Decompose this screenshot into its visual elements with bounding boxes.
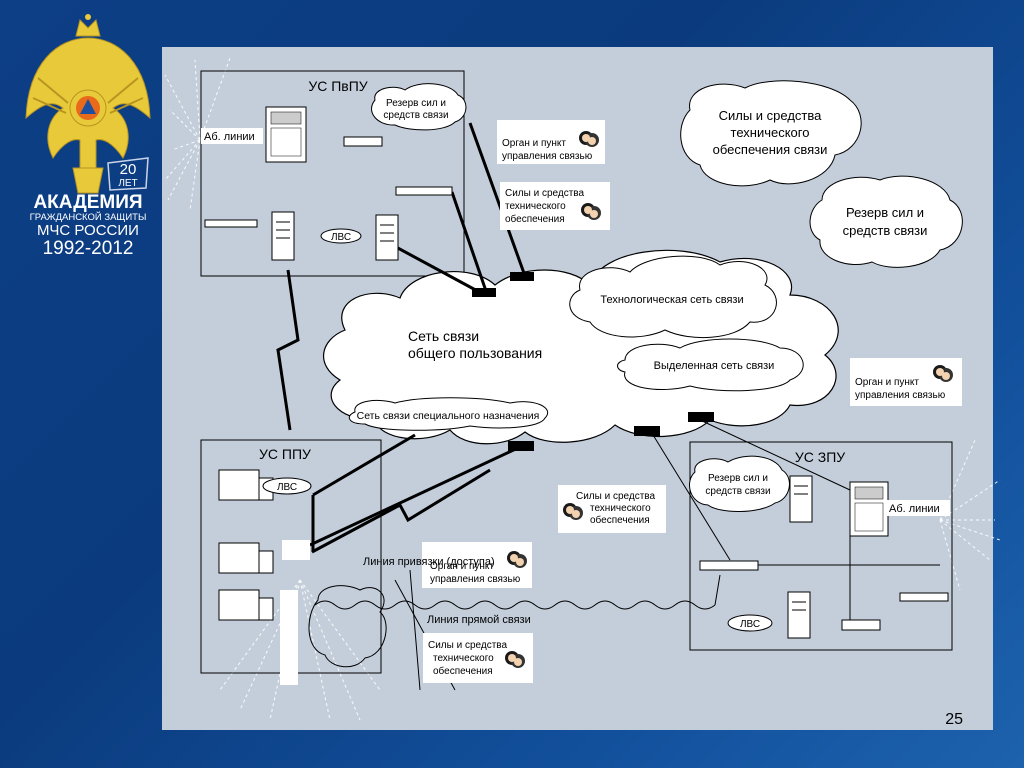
people-icon [933, 365, 953, 382]
server-icon [271, 211, 295, 261]
reserve-zpu-label-2: средств связи [705, 486, 770, 497]
lan-label: ЛВС [740, 619, 760, 630]
network-connectors [472, 272, 714, 451]
reserve-big-label-1: Резерв сил и [846, 205, 924, 220]
tech-support-box-pvpu: Силы и средства технического обеспечения [500, 182, 610, 230]
us-zpu-title: УС ЗПУ [795, 449, 845, 465]
svg-text:обеспечения: обеспечения [433, 665, 493, 677]
public-net-label-2: общего пользования [408, 345, 542, 361]
reserve-cloud-pvpu [371, 83, 467, 131]
lan-label: ЛВС [331, 232, 351, 243]
server-icon [375, 214, 399, 261]
forces-tech-label-2: технического [731, 125, 810, 140]
ab-lines-label: Аб. линии [889, 503, 940, 515]
reserve-zpu-label-1: Резерв сил и [708, 473, 768, 484]
svg-text:технического: технического [433, 653, 494, 664]
switch-device-icon [204, 136, 949, 631]
us-zpu-box [689, 441, 953, 651]
telephone-exchange-icon [849, 481, 889, 537]
radio-link-bolt-icon [276, 269, 300, 431]
us-pvpu-title: УС ПвПУ [308, 78, 367, 94]
people-icon [563, 503, 583, 520]
access-line-label: Линия привязки (доступа) [363, 556, 495, 568]
svg-text:Силы и средства: Силы и средства [576, 491, 655, 502]
anniversary-badge: 20 ЛЕТ [107, 157, 149, 191]
server-icon [789, 475, 813, 523]
special-net-label: Сеть связи специального назначения [357, 410, 540, 422]
us-pvpu-box [200, 70, 465, 277]
eagle-emblem-icon [25, 14, 151, 194]
connection-lines [309, 122, 527, 552]
slide-number: 25 [945, 711, 963, 728]
public-net-label-1: Сеть связи [408, 328, 479, 344]
svg-text:управления связью: управления связью [430, 574, 521, 585]
us-ppu-title: УС ППУ [259, 446, 311, 462]
control-body-box-ppu: Орган и пункт управления связью [422, 542, 532, 588]
reserve-pvpu-label-2: средств связи [383, 110, 448, 121]
forces-tech-label-1: Силы и средства [719, 108, 823, 123]
svg-text:Силы и средства: Силы и средства [505, 188, 584, 199]
svg-text:Орган и пункт: Орган и пункт [502, 138, 566, 149]
reserve-cloud-big [809, 175, 963, 268]
ab-lines-label: Аб. линии [204, 131, 255, 143]
telephone-exchange-icon [265, 106, 307, 163]
radiating-lines-decoration [164, 57, 1001, 721]
ppu-bus-bar [282, 540, 310, 560]
svg-text:управления связью: управления связью [502, 151, 593, 162]
svg-text:обеспечения: обеспечения [590, 514, 650, 526]
reserve-big-label-2: средств связи [843, 223, 928, 238]
academy-logo: 20 ЛЕТ АКАДЕМИЯ ГРАЖДАНСКОЙ ЗАЩИТЫ МЧС Р… [25, 14, 151, 258]
reserve-pvpu-label-1: Резерв сил и [386, 98, 446, 109]
people-icon [581, 203, 601, 220]
academy-title: АКАДЕМИЯ [33, 192, 142, 213]
tech-support-box-zpu: Силы и средства технического обеспечения [558, 485, 666, 533]
anniversary-number: 20 [120, 161, 137, 178]
special-network-cloud [348, 397, 548, 431]
dedicated-network-cloud [617, 338, 804, 392]
control-body-box-pvpu: Орган и пункт управления связью [497, 120, 605, 164]
forces-tech-label-3: обеспечения связи [713, 142, 828, 157]
mobile-station-icon [218, 469, 274, 621]
svg-text:Силы и средства: Силы и средства [428, 640, 507, 651]
server-icon [787, 591, 811, 639]
people-icon [505, 651, 525, 668]
academy-years: 1992-2012 [43, 238, 134, 258]
radio-link-bolt-icon [311, 468, 491, 554]
svg-text:обеспечения: обеспечения [505, 213, 565, 225]
anniversary-word: ЛЕТ [118, 178, 137, 189]
tech-network-cloud [569, 255, 777, 339]
ppu-bottom-cloud [308, 585, 387, 668]
svg-text:Орган и пункт: Орган и пункт [855, 377, 919, 388]
svg-text:технического: технического [590, 503, 651, 514]
reserve-cloud-zpu [689, 455, 790, 512]
control-body-box-zpu: Орган и пункт управления связью [850, 358, 962, 406]
people-icon [507, 551, 527, 568]
forces-tech-cloud [680, 80, 862, 187]
direct-line-label: Линия прямой связи [427, 614, 531, 626]
academy-subtitle: ГРАЖДАНСКОЙ ЗАЩИТЫ [30, 211, 147, 223]
svg-text:управления связью: управления связью [855, 390, 946, 401]
direct-line-wave [314, 600, 716, 610]
dedicated-net-label: Выделенная сеть связи [654, 360, 775, 372]
ppu-bus-bar [280, 590, 298, 685]
svg-text:Орган и пункт: Орган и пункт [430, 561, 494, 572]
academy-ministry: МЧС РОССИИ [37, 222, 139, 239]
lan-label: ЛВС [277, 482, 297, 493]
tech-net-label: Технологическая сеть связи [600, 294, 743, 306]
tech-support-box-ppu: Силы и средства технического обеспечения [423, 633, 533, 683]
people-icon [579, 131, 599, 147]
svg-text:технического: технического [505, 201, 566, 212]
